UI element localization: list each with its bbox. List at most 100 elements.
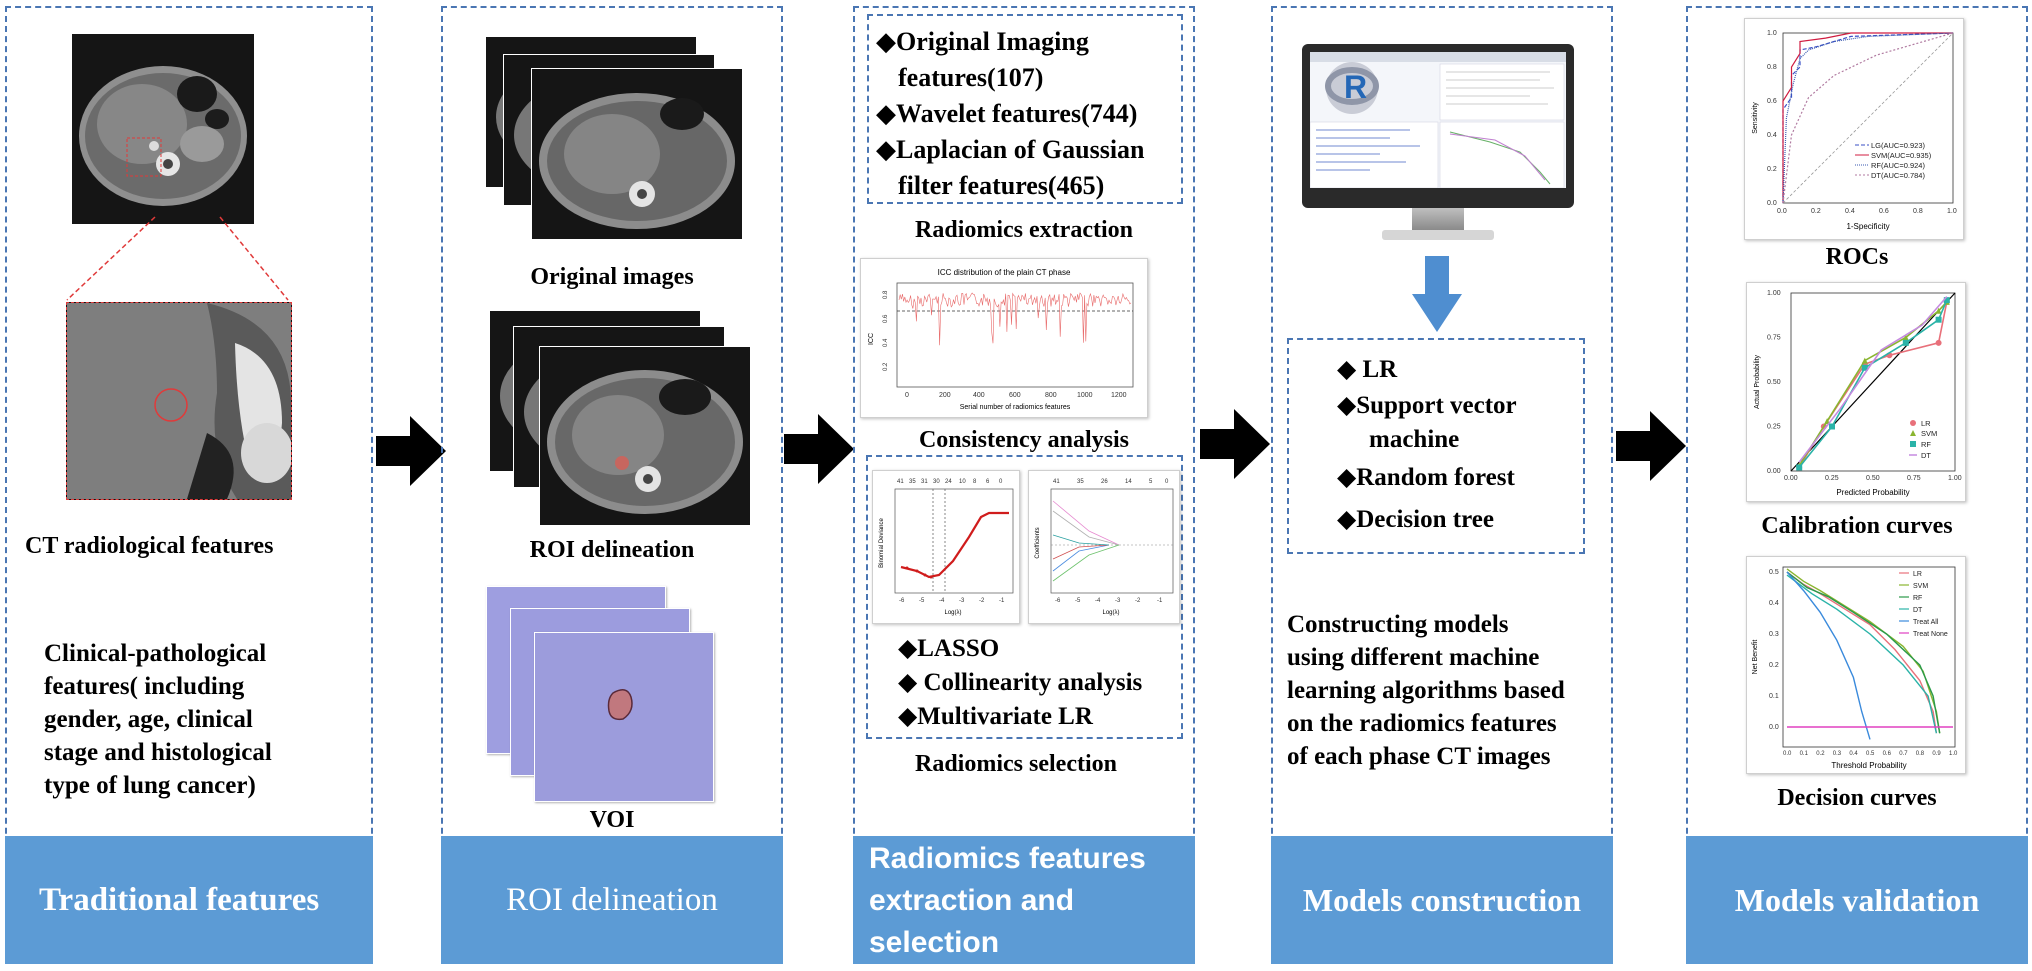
feature-label: Original Imaging: [896, 27, 1089, 56]
model-label: machine: [1369, 426, 1460, 453]
model-label: Random forest: [1356, 464, 1515, 491]
dca-xtick: 0.4: [1849, 751, 1858, 757]
svg-text:-5: -5: [919, 598, 925, 604]
dca-ytick: 0.1: [1769, 693, 1779, 700]
calib-ytick: 0.25: [1767, 424, 1781, 431]
selection-item: ◆LASSO: [898, 635, 1000, 662]
selection-label: Collinearity analysis: [923, 669, 1143, 696]
model-label: LR: [1362, 356, 1398, 383]
svg-text:24: 24: [945, 479, 952, 485]
ct-scan-image: [72, 34, 254, 224]
calib-svm-point: [1861, 357, 1868, 364]
footer-traditional-features: Traditional features: [5, 836, 373, 964]
dca-xtick: 0.0: [1783, 751, 1792, 757]
roc-xtick: 1.0: [1947, 208, 1957, 215]
feature-label: Laplacian of Gaussian: [896, 135, 1145, 164]
calib-ytick: 1.00: [1767, 290, 1781, 297]
svg-text:0: 0: [999, 479, 1003, 485]
feature-item-cont: features(107): [876, 60, 1145, 96]
dca-ytick: 0.2: [1769, 662, 1779, 669]
dca-legend: LR: [1913, 571, 1922, 578]
lasso-cv-points: [905, 566, 933, 579]
icc-xtick: 200: [939, 392, 951, 399]
roc-xtick: 0.2: [1811, 208, 1821, 215]
icc-ytick: 0.6: [883, 314, 889, 323]
calib-xtick: 0.00: [1784, 475, 1798, 482]
roc-ytick: 1.0: [1767, 30, 1777, 37]
voi-slice-front: [534, 632, 714, 802]
clinical-line: stage and histological: [44, 739, 272, 766]
lasso-xlabel: Log(λ): [944, 610, 961, 616]
roc-xlabel: 1-Specificity: [1846, 222, 1889, 231]
description-line: Constructing models: [1287, 611, 1509, 638]
calib-rf-point: [1861, 364, 1868, 371]
dca-ytick: 0.5: [1769, 569, 1779, 576]
roc-legend-dt: DT(AUC=0.784): [1871, 171, 1925, 180]
calib-rf-point: [1943, 297, 1950, 304]
lasso-deviance-card: 41 35 31 30 24 10 8 6 0 -6 -5 -4 -3 -2 -…: [872, 470, 1020, 624]
zoom-connector-lines: [66, 216, 289, 301]
monitor-r-software: R: [1302, 44, 1574, 244]
svg-text:5: 5: [1149, 479, 1153, 485]
dca-legend: Treat None: [1913, 631, 1948, 638]
svg-text:-3: -3: [1115, 598, 1121, 604]
feature-types-box: [867, 14, 1183, 204]
calibration-ylabel: Actual Probability: [1754, 354, 1761, 409]
roc-legend: LG(AUC=0.923) SVM(AUC=0.935) RF(AUC=0.92…: [1855, 141, 1932, 180]
roc-legend-svm: SVM(AUC=0.935): [1871, 151, 1932, 160]
dca-xtick: 0.8: [1916, 751, 1925, 757]
dca-xtick: 0.3: [1833, 751, 1842, 757]
original-images-stack: [485, 36, 755, 246]
dca-xtick: 0.2: [1816, 751, 1825, 757]
roc-xtick: 0.0: [1777, 208, 1787, 215]
calibration-curves: [1796, 296, 1950, 471]
svg-text:41: 41: [1053, 479, 1060, 485]
clinical-line: Clinical-pathological: [44, 640, 267, 667]
flow-arrow-right-icon: [1200, 409, 1270, 479]
feature-item: ◆Wavelet features(744): [876, 99, 1138, 128]
calib-rf-point: [1902, 339, 1909, 346]
roc-y-ticks: 0.00.20.40.60.81.0: [1767, 30, 1777, 207]
icc-xtick: 1000: [1077, 392, 1093, 399]
dca-xtick: 0.1: [1800, 751, 1809, 757]
roc-xtick: 0.6: [1879, 208, 1889, 215]
icc-x-ticks: 0 200 400 600 800 1000 1200: [905, 392, 1127, 399]
dca-xtick: 0.6: [1883, 751, 1892, 757]
description-line: using different machine: [1287, 644, 1540, 671]
footer-radiomics: Radiomics features extraction and select…: [853, 836, 1195, 964]
svg-text:-2: -2: [979, 598, 985, 604]
decision-y-ticks: 0.00.10.20.30.40.5: [1769, 569, 1779, 731]
decision-curves-lines: [1786, 568, 1953, 740]
svg-text:30: 30: [933, 479, 940, 485]
feature-types-list: ◆Original Imaging features(107) ◆Wavelet…: [876, 24, 1145, 204]
description-line: of each phase CT images: [1287, 743, 1551, 770]
decision-xlabel: Threshold Probability: [1831, 761, 1906, 770]
dca-legend: Treat All: [1913, 619, 1939, 626]
roc-xtick: 0.8: [1913, 208, 1923, 215]
footer-label-line: selection: [869, 926, 1000, 959]
icc-ylabel: ICC: [868, 333, 875, 345]
roc-curve-svm: [1782, 32, 1953, 203]
selection-methods-list: ◆LASSO ◆ Collinearity analysis ◆Multivar…: [898, 632, 1142, 734]
dca-ytick: 0.0: [1769, 724, 1779, 731]
dca-legend: DT: [1913, 607, 1923, 614]
lasso-x-ticks: -6 -5 -4 -3 -2 -1: [899, 598, 1005, 604]
footer-label: Models construction: [1302, 882, 1582, 918]
dca-dt-line: [1786, 574, 1938, 734]
lasso-top-ticks: 41 35 31 30 24 10 8 6 0: [897, 479, 1003, 485]
footer-label: Models validation: [1734, 882, 1980, 918]
lasso-ylabel: Binomial Deviance: [879, 517, 885, 567]
footer-models-validation: Models validation: [1686, 836, 2028, 964]
icc-xtick: 800: [1045, 392, 1057, 399]
icc-ytick: 0.4: [883, 338, 889, 347]
icc-xtick: 1200: [1111, 392, 1127, 399]
roc-ytick: 0.4: [1767, 132, 1777, 139]
icc-line: [898, 292, 1132, 346]
calib-svm-point: [1902, 334, 1909, 341]
ct-features-caption: CT radiological features: [25, 533, 274, 559]
down-arrow-icon: [1412, 256, 1462, 332]
lasso-coef-ylabel: Coefficients: [1035, 527, 1041, 558]
